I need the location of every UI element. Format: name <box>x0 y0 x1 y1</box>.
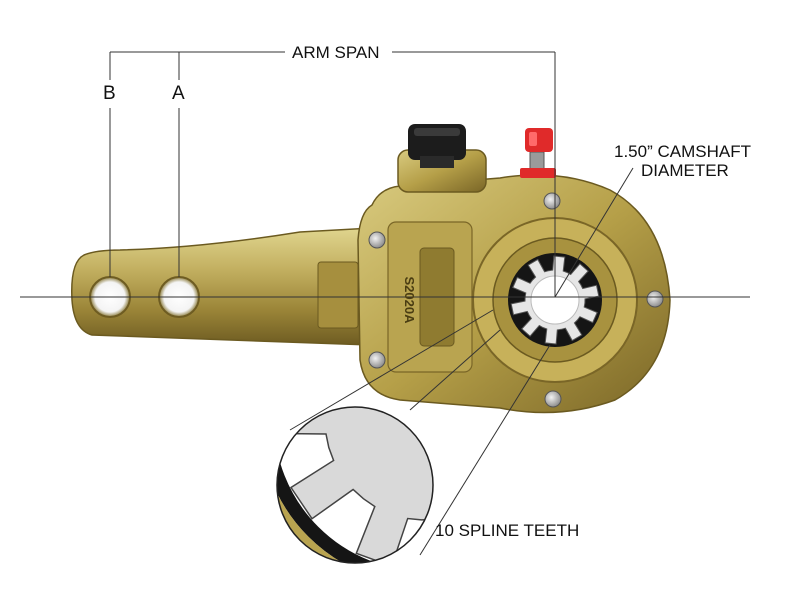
bolt <box>368 351 386 369</box>
grease-fitting-icon <box>520 128 556 178</box>
camshaft-diameter-label-line2: DIAMETER <box>641 161 729 180</box>
bolt <box>543 192 561 210</box>
spline-teeth-label: 10 SPLINE TEETH <box>435 521 580 540</box>
bolt <box>368 231 386 249</box>
lever-arm <box>71 227 373 346</box>
bolt <box>544 390 562 408</box>
camshaft-diameter-label-line1: 1.50” CAMSHAFT <box>614 142 751 161</box>
hole-b-label: B <box>103 83 116 104</box>
dimension-lines <box>20 51 750 556</box>
hole-a-label: A <box>172 83 185 104</box>
bolt <box>646 290 664 308</box>
part-stamp: S2020A <box>402 277 417 325</box>
adjuster-nut-icon <box>408 124 466 168</box>
arm-span-label: ARM SPAN <box>292 43 380 62</box>
spline-bore <box>508 253 602 347</box>
